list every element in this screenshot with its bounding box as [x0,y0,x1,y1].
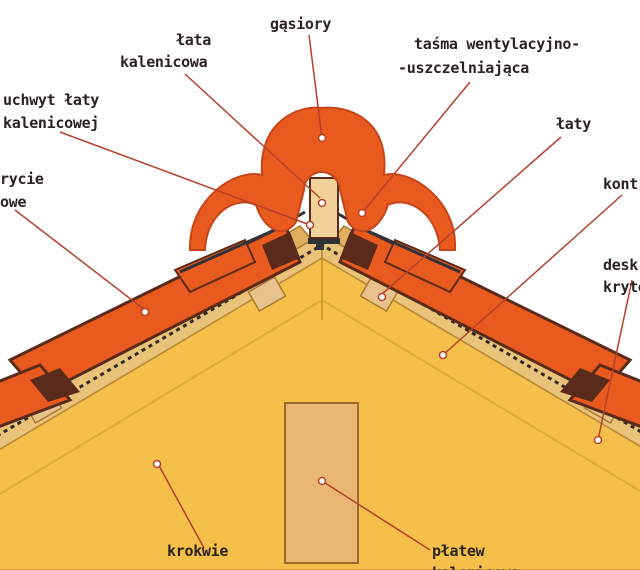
label-platew-1: płatew [432,542,486,560]
labels: gąsiory łata kalenicowa taśma wentylacyj… [0,15,640,570]
label-tasma-1: taśma wentylacyjno- [414,35,580,53]
leader-dots [140,133,603,486]
label-gasiory: gąsiory [270,15,331,33]
label-kontrlaty: kont [603,175,638,193]
label-laty: łaty [556,115,591,133]
label-deskowanie-2: kryte [603,278,640,296]
label-uchwyt-1: uchwyt łaty [3,91,99,109]
label-uchwyt-2: kalenicowej [3,114,99,132]
label-platew-2: kalenicowa [432,564,520,570]
ridge-batten [309,177,339,239]
label-lata-kalenicowa-2: kalenicowa [120,53,208,71]
label-pokrycie-2: owe [0,193,26,211]
label-deskowanie-1: desk [603,256,638,274]
roof-tiles-left [0,222,302,428]
label-lata-kalenicowa-1: łata [176,31,211,49]
label-tasma-2: -uszczelniająca [398,59,529,77]
label-pokrycie-1: rycie [0,170,44,188]
label-krokwie: krokwie [167,542,228,560]
leader-lines [14,34,633,551]
